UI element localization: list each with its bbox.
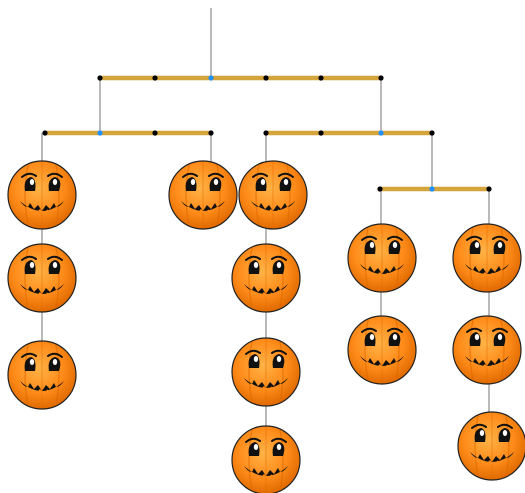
hook-dot [152, 75, 158, 81]
hook-dot [263, 75, 269, 81]
jack-o-lantern-icon [347, 315, 417, 385]
hook-dot [318, 75, 324, 81]
jack-o-lantern-icon [238, 160, 308, 230]
jack-o-lantern-icon [7, 340, 77, 410]
pivot-dot [378, 130, 384, 136]
hook-dot [318, 130, 324, 136]
hook-dot [152, 130, 158, 136]
pivot-dot [97, 130, 103, 136]
jack-o-lantern-icon [7, 243, 77, 313]
hook-dot [263, 130, 269, 136]
hook-dot [97, 75, 103, 81]
hook-dot [378, 75, 384, 81]
hook-dot [42, 130, 48, 136]
jack-o-lantern-icon [231, 425, 301, 493]
hook-dot [486, 186, 492, 192]
hooks-layer [42, 75, 492, 192]
hook-dot [429, 130, 435, 136]
pivot-dot [208, 75, 214, 81]
jack-o-lantern-icon [231, 243, 301, 313]
jack-o-lantern-icon [7, 160, 77, 230]
hook-dot [208, 130, 214, 136]
jack-o-lantern-icon [452, 315, 522, 385]
hook-dot [377, 186, 383, 192]
jack-o-lantern-icon [457, 411, 525, 481]
jack-o-lantern-icon [347, 223, 417, 293]
jack-o-lantern-icon [452, 223, 522, 293]
jack-o-lantern-icon [168, 160, 238, 230]
pivot-dot [429, 186, 435, 192]
jack-o-lantern-icon [231, 337, 301, 407]
